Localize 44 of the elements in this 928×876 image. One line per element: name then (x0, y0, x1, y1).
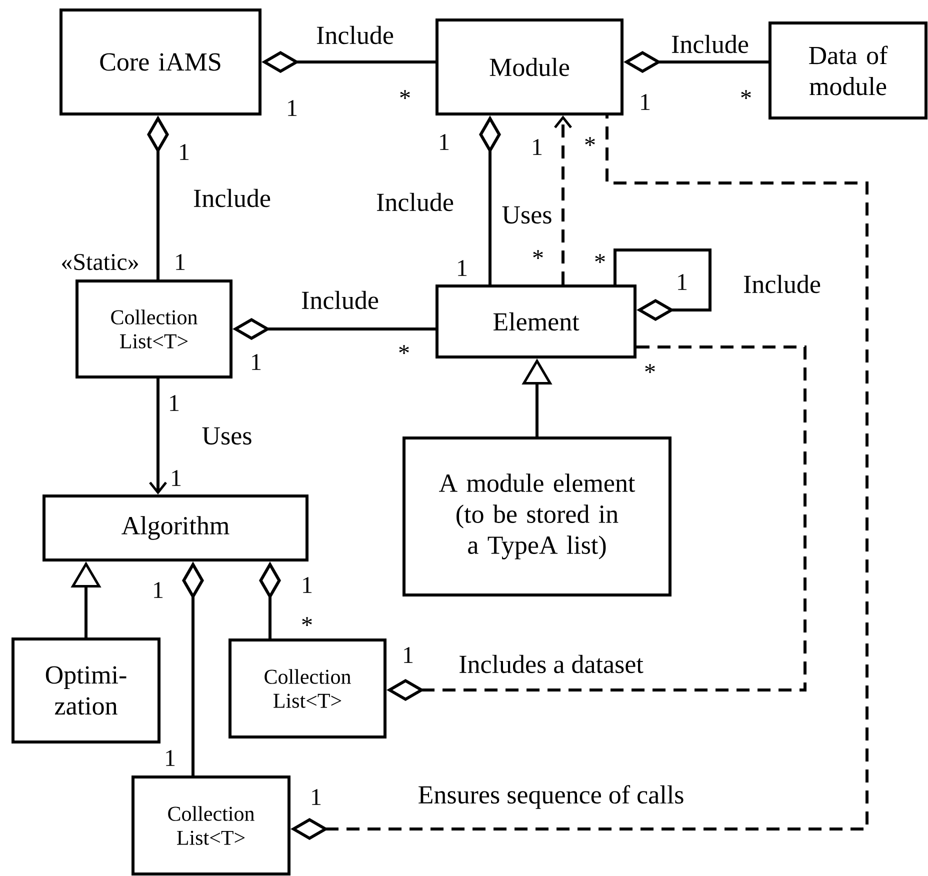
multiplicity-label: 1 (166, 750, 175, 766)
class-box: Collection List<T> (132, 776, 290, 876)
multiplicity-label: * (400, 90, 410, 99)
edge-label: Uses (500, 205, 554, 225)
multiplicity-label: 1 (288, 100, 297, 116)
class-box: Element (436, 284, 636, 358)
multiplicity-label: 1 (312, 789, 321, 805)
edge-label: Include (300, 290, 380, 310)
multiplicity-label: * (533, 250, 543, 259)
edge-label: Include (670, 34, 750, 54)
class-box: Collection List<T> (76, 280, 232, 378)
multiplicity-label: * (302, 617, 312, 626)
multiplicity-label: 1 (176, 254, 185, 270)
class-box: Optimi- zation (12, 638, 160, 744)
multiplicity-label: 1 (303, 577, 312, 593)
edge-label: Includes a dataset (458, 654, 644, 674)
class-box: A module element (to be stored in a TypeA list) (402, 436, 672, 596)
multiplicity-label: * (645, 364, 655, 373)
edge-label: Include (315, 24, 395, 46)
class-box: Data of module (768, 22, 928, 120)
class-box: Collection List<T> (228, 638, 386, 738)
aggregation-line (614, 248, 712, 321)
multiplicity-label: * (595, 254, 605, 263)
class-box: Module (436, 18, 624, 116)
multiplicity-label: 1 (458, 260, 467, 276)
dependency-arrow (149, 378, 167, 494)
edge-label: Ensures sequence of calls (416, 784, 686, 810)
multiplicity-label: 1 (678, 274, 687, 290)
multiplicity-label: «Static» (62, 254, 138, 270)
class-box: Core iAMS (60, 8, 262, 116)
edge-label: Include (375, 192, 455, 212)
multiplicity-label: * (399, 345, 409, 354)
multiplicity-label: 1 (170, 395, 179, 411)
class-box: Algorithm (42, 494, 308, 562)
multiplicity-label: 1 (154, 582, 163, 598)
multiplicity-label: 1 (404, 647, 413, 663)
edge-label: Uses (200, 426, 254, 446)
dependency-arrow (554, 116, 572, 284)
multiplicity-label: 1 (180, 144, 189, 160)
multiplicity-label: 1 (172, 470, 181, 486)
edge-label: Include (742, 274, 822, 294)
multiplicity-label: * (585, 137, 595, 146)
multiplicity-label: 1 (533, 139, 542, 155)
edge-label: Include (192, 188, 272, 208)
